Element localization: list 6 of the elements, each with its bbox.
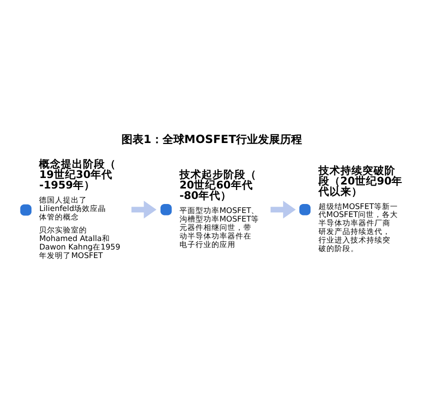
node-label: 概念提出阶段（19世纪30年代-1959年） [38,158,116,192]
diagram-title: 图表1：全球MOSFET行业发展历程 [120,132,302,146]
arrow [270,200,296,218]
arrow [130,200,156,218]
node-label: 技术持续突破阶段（20世纪90年代以来） [318,164,402,198]
node-label: 技术起步阶段（20世纪60年代-80年代） [178,168,256,202]
